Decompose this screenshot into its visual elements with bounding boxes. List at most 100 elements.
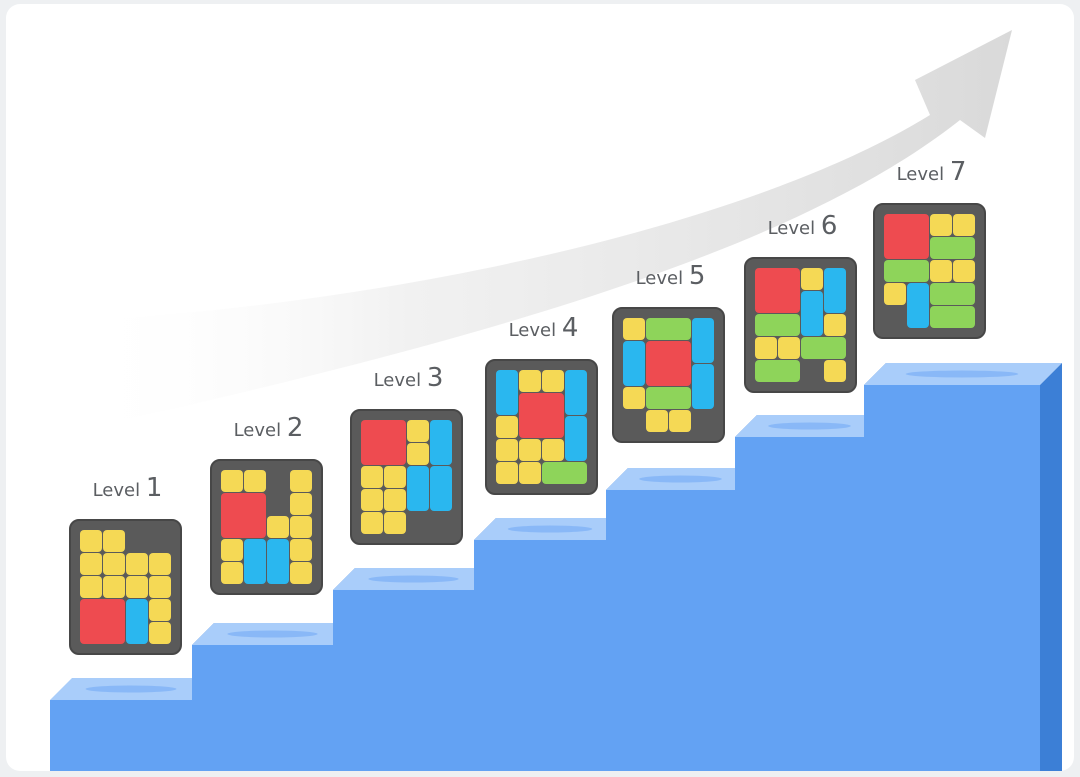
level-1-card: Level 1 [69, 473, 182, 655]
block-yellow [778, 337, 800, 359]
staircase [50, 363, 1062, 771]
block-blue [801, 291, 823, 336]
block-blue [267, 539, 289, 584]
block-yellow [519, 370, 541, 392]
level-number: 3 [427, 363, 444, 393]
block-yellow [496, 462, 518, 484]
level-4-card: Level 4 [485, 313, 598, 495]
level-number: 7 [950, 157, 967, 187]
block-yellow [801, 268, 823, 290]
level-label: Level 7 [897, 157, 967, 187]
step-glow [368, 575, 459, 583]
block-yellow [221, 539, 243, 561]
block-yellow [149, 553, 171, 575]
block-blue [430, 420, 452, 465]
stair-front [864, 385, 1040, 771]
level-word: Level [636, 268, 689, 289]
block-yellow [623, 387, 645, 409]
step-glow [227, 630, 318, 638]
level-number: 5 [689, 261, 706, 291]
block-green [755, 360, 800, 382]
block-yellow [407, 443, 429, 465]
block-blue [565, 416, 587, 461]
block-yellow [80, 553, 102, 575]
block-yellow [290, 470, 312, 492]
block-yellow [669, 410, 691, 432]
block-yellow [103, 530, 125, 552]
block-yellow [930, 260, 952, 282]
block-yellow [221, 562, 243, 584]
block-yellow [290, 562, 312, 584]
step-glow [639, 475, 722, 483]
block-yellow [930, 214, 952, 236]
block-blue [407, 466, 429, 511]
block-yellow [290, 539, 312, 561]
block-yellow [103, 553, 125, 575]
stair-step-7 [864, 363, 1062, 771]
level-label: Level 2 [234, 413, 304, 443]
block-yellow [519, 462, 541, 484]
block-yellow [953, 260, 975, 282]
level-label: Level 6 [768, 211, 838, 241]
stair-end-side [1040, 363, 1062, 771]
step-glow [905, 370, 1019, 378]
level-number: 2 [287, 413, 304, 443]
level-number: 4 [562, 313, 579, 343]
block-blue [692, 364, 714, 409]
stair-front [333, 590, 474, 771]
stair-step-6 [735, 363, 886, 771]
level-word: Level [234, 420, 287, 441]
block-red [361, 420, 406, 465]
stair-step-4 [474, 468, 628, 771]
level-3-card: Level 3 [350, 363, 463, 545]
block-green [930, 283, 975, 305]
block-red [519, 393, 564, 438]
block-yellow [80, 576, 102, 598]
block-yellow [126, 553, 148, 575]
level-2-card: Level 2 [210, 413, 323, 595]
level-7-card: Level 7 [873, 157, 986, 339]
level-word: Level [768, 218, 821, 239]
block-red [646, 341, 691, 386]
block-blue [623, 341, 645, 386]
block-blue [496, 370, 518, 415]
block-yellow [290, 493, 312, 515]
stair-front [192, 645, 333, 771]
block-yellow [103, 576, 125, 598]
block-yellow [361, 489, 383, 511]
block-yellow [496, 416, 518, 438]
block-blue [824, 268, 846, 313]
block-yellow [149, 622, 171, 644]
block-yellow [623, 318, 645, 340]
block-yellow [80, 530, 102, 552]
block-yellow [149, 576, 171, 598]
block-yellow [496, 439, 518, 461]
block-yellow [824, 360, 846, 382]
block-blue [565, 370, 587, 415]
block-yellow [646, 410, 668, 432]
block-blue [126, 599, 148, 644]
step-glow [768, 422, 851, 430]
block-yellow [244, 470, 266, 492]
block-green [646, 318, 691, 340]
level-label: Level 4 [509, 313, 579, 343]
block-yellow [384, 512, 406, 534]
level-6-card: Level 6 [744, 211, 857, 393]
block-yellow [542, 439, 564, 461]
block-green [646, 387, 691, 409]
block-yellow [755, 337, 777, 359]
stair-front [50, 700, 192, 771]
block-yellow [953, 214, 975, 236]
block-yellow [267, 516, 289, 538]
block-red [755, 268, 800, 313]
block-red [80, 599, 125, 644]
stair-front [474, 540, 606, 771]
level-5-card: Level 5 [612, 261, 725, 443]
block-green [801, 337, 846, 359]
level-label: Level 1 [93, 473, 163, 503]
block-yellow [407, 420, 429, 442]
stair-front [735, 437, 864, 771]
block-blue [430, 466, 452, 511]
